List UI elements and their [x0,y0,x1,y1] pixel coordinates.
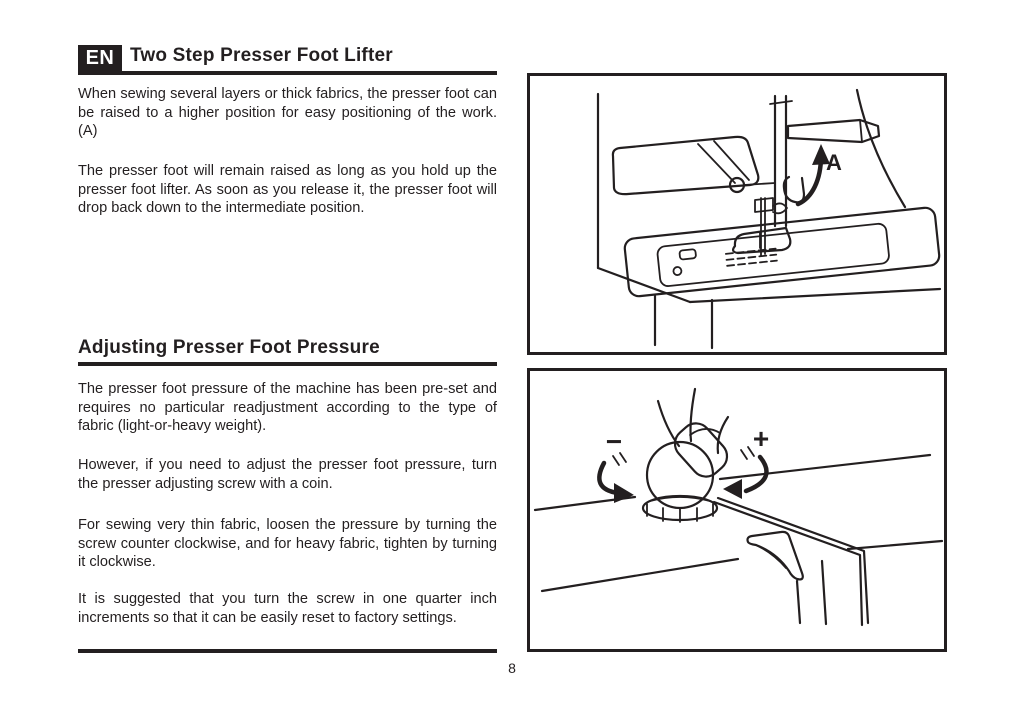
figure-presser-foot-lifter: A [527,73,947,355]
presser-foot [731,226,792,255]
paragraph-lifter-2: The presser foot will remain raised as l… [78,163,497,217]
paragraph-pressure-4: It is suggested that you turn the screw … [78,591,497,626]
table-edge-lines [596,266,942,350]
section-title-adjusting-presser-foot-pressure: Adjusting Presser Foot Pressure [78,337,380,358]
page-number: 8 [508,660,516,676]
paragraph-pressure-1: The presser foot pressure of the machine… [78,381,497,435]
increase-arrow-icon [723,446,769,499]
figure-pressure-adjustment: − + [527,368,947,652]
machine-head-outline [611,135,760,196]
paragraph-pressure-2: However, if you need to adjust the press… [78,457,497,492]
handle-recess [746,530,828,626]
paragraph-pressure-3: For sewing very thin fabric, loosen the … [78,517,497,571]
minus-label: − [606,426,622,457]
figure-label-a: A [826,150,842,175]
plus-label: + [753,423,769,454]
paragraph-lifter-1: When sewing several layers or thick fabr… [78,86,497,140]
heading-rule [78,362,497,366]
column-bottom-rule [78,649,497,653]
machine-body-outline [596,88,907,270]
sewing-machine-illustration: A [596,88,942,350]
lift-direction-arrow-icon [795,144,830,207]
decrease-arrow-icon [597,452,634,503]
heading-rule [78,71,497,75]
cover-seam-lines [712,496,870,627]
coin [673,422,729,478]
needle-plate [623,206,941,298]
needle-clamp [728,176,788,215]
section-title-two-step-presser-foot-lifter: Two Step Presser Foot Lifter [130,45,393,66]
needle [760,197,766,257]
lifter-lever [786,118,881,144]
machine-surface-lines [533,453,944,593]
pressure-screw-illustration: − + [533,387,944,627]
language-badge-en: EN [78,45,122,72]
hand-fingers [656,387,730,455]
